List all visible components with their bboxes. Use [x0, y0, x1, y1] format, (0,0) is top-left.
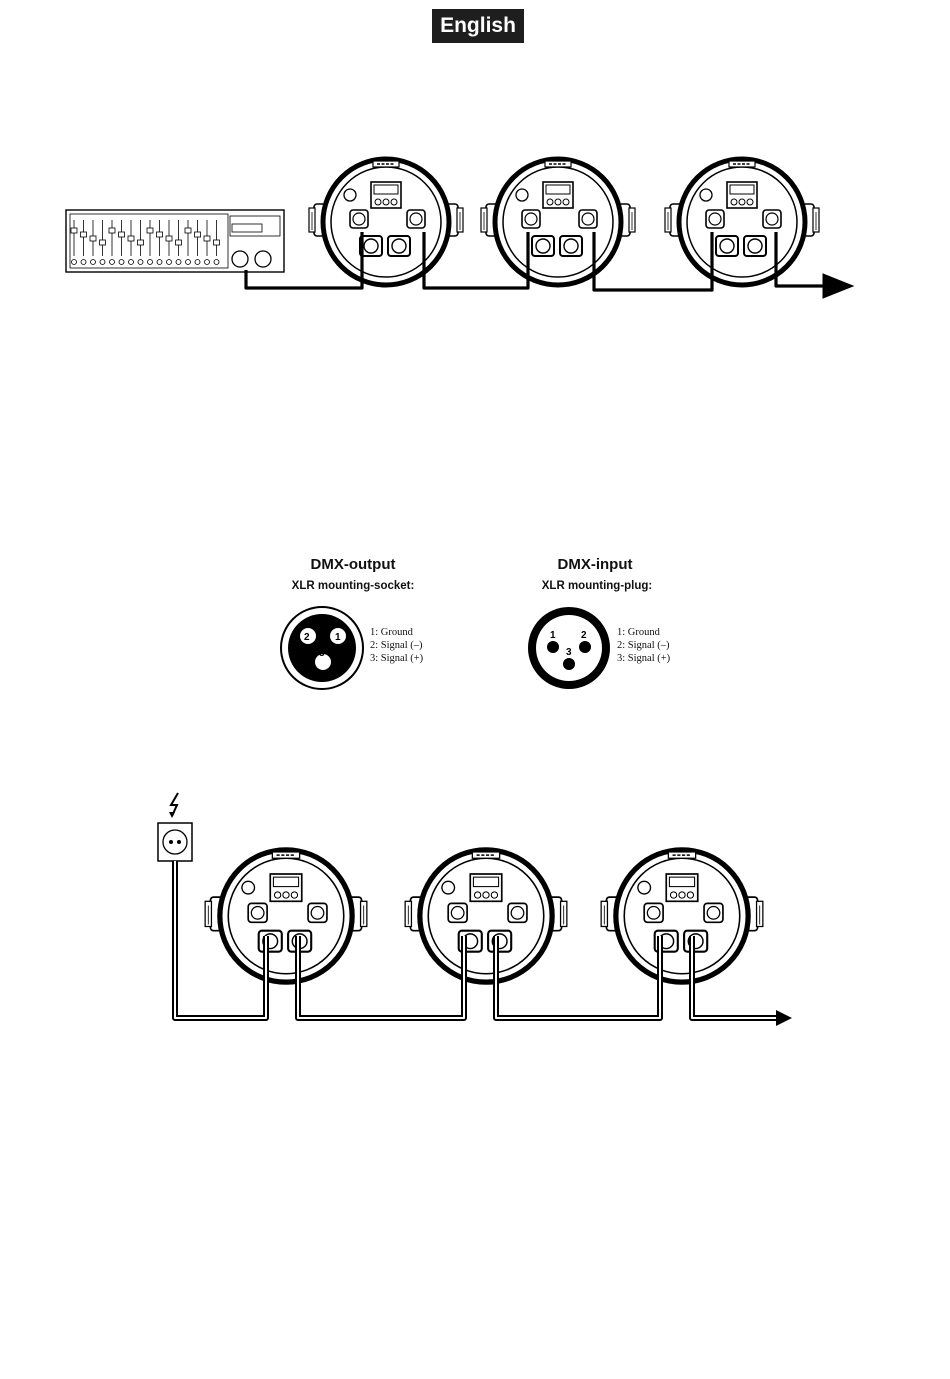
fader-knob: [128, 236, 134, 241]
pin-number: 3: [319, 648, 325, 659]
spotlight-fixture-icon: [481, 159, 635, 285]
fader-knob: [71, 228, 77, 233]
spotlight-fixture-icon: [665, 159, 819, 285]
fader-knob: [90, 236, 96, 241]
power-outlet-icon: [158, 823, 192, 861]
flash-button: [148, 260, 153, 265]
flash-button: [138, 260, 143, 265]
pin-legend-item: 2: Signal (–): [370, 639, 423, 652]
fader-knob: [176, 240, 182, 245]
dmx-input-subtitle: XLR mounting-plug:: [520, 580, 674, 592]
fader-knob: [119, 232, 125, 237]
dmx-output-subtitle: XLR mounting-socket:: [276, 580, 430, 592]
flash-button: [214, 260, 219, 265]
fader-knob: [204, 236, 210, 241]
dmx-input-title: DMX-input: [524, 556, 666, 573]
dmx-controller-icon: [66, 210, 284, 272]
dmx-output-pin-legend: 1: Ground 2: Signal (–) 3: Signal (+): [370, 626, 423, 665]
spotlight-fixture-icon: [205, 850, 367, 982]
dmx-output-title: DMX-output: [282, 556, 424, 573]
flash-button: [72, 260, 77, 265]
flash-button: [119, 260, 124, 265]
fader-knob: [185, 228, 191, 233]
pin-legend-item: 1: Ground: [370, 626, 423, 639]
flash-button: [129, 260, 134, 265]
pin-legend-item: 3: Signal (+): [370, 652, 423, 665]
flash-button: [167, 260, 172, 265]
fader-knob: [166, 236, 172, 241]
fader-knob: [157, 232, 163, 237]
xlr-plug-icon: 1 2 3: [528, 607, 610, 689]
fader-knob: [109, 228, 115, 233]
pin-number: 3: [566, 647, 572, 658]
flash-button: [205, 260, 210, 265]
flash-button: [81, 260, 86, 265]
flash-button: [176, 260, 181, 265]
fader-knob: [100, 240, 106, 245]
fader-knob: [214, 240, 220, 245]
pin-number: 2: [304, 632, 310, 643]
dmx-input-pin-legend: 1: Ground 2: Signal (–) 3: Signal (+): [617, 626, 670, 665]
flash-button: [110, 260, 115, 265]
spotlight-fixture-icon: [405, 850, 567, 982]
fader-knob: [81, 232, 87, 237]
xlr-socket-icon: 2 1 3: [281, 607, 363, 689]
fader-knob: [147, 228, 153, 233]
pin-number: 1: [550, 630, 556, 641]
flash-button: [186, 260, 191, 265]
lightning-icon: [169, 793, 178, 818]
fader-knob: [138, 240, 144, 245]
pin-legend-item: 2: Signal (–): [617, 639, 670, 652]
spotlight-fixture-icon: [309, 159, 463, 285]
pin-legend-item: 1: Ground: [617, 626, 670, 639]
pin-number: 2: [581, 630, 587, 641]
flash-button: [91, 260, 96, 265]
pin-legend-item: 3: Signal (+): [617, 652, 670, 665]
spotlight-fixture-icon: [601, 850, 763, 982]
fader-knob: [195, 232, 201, 237]
flash-button: [100, 260, 105, 265]
flash-button: [157, 260, 162, 265]
pin-number: 1: [335, 632, 341, 643]
flash-button: [195, 260, 200, 265]
